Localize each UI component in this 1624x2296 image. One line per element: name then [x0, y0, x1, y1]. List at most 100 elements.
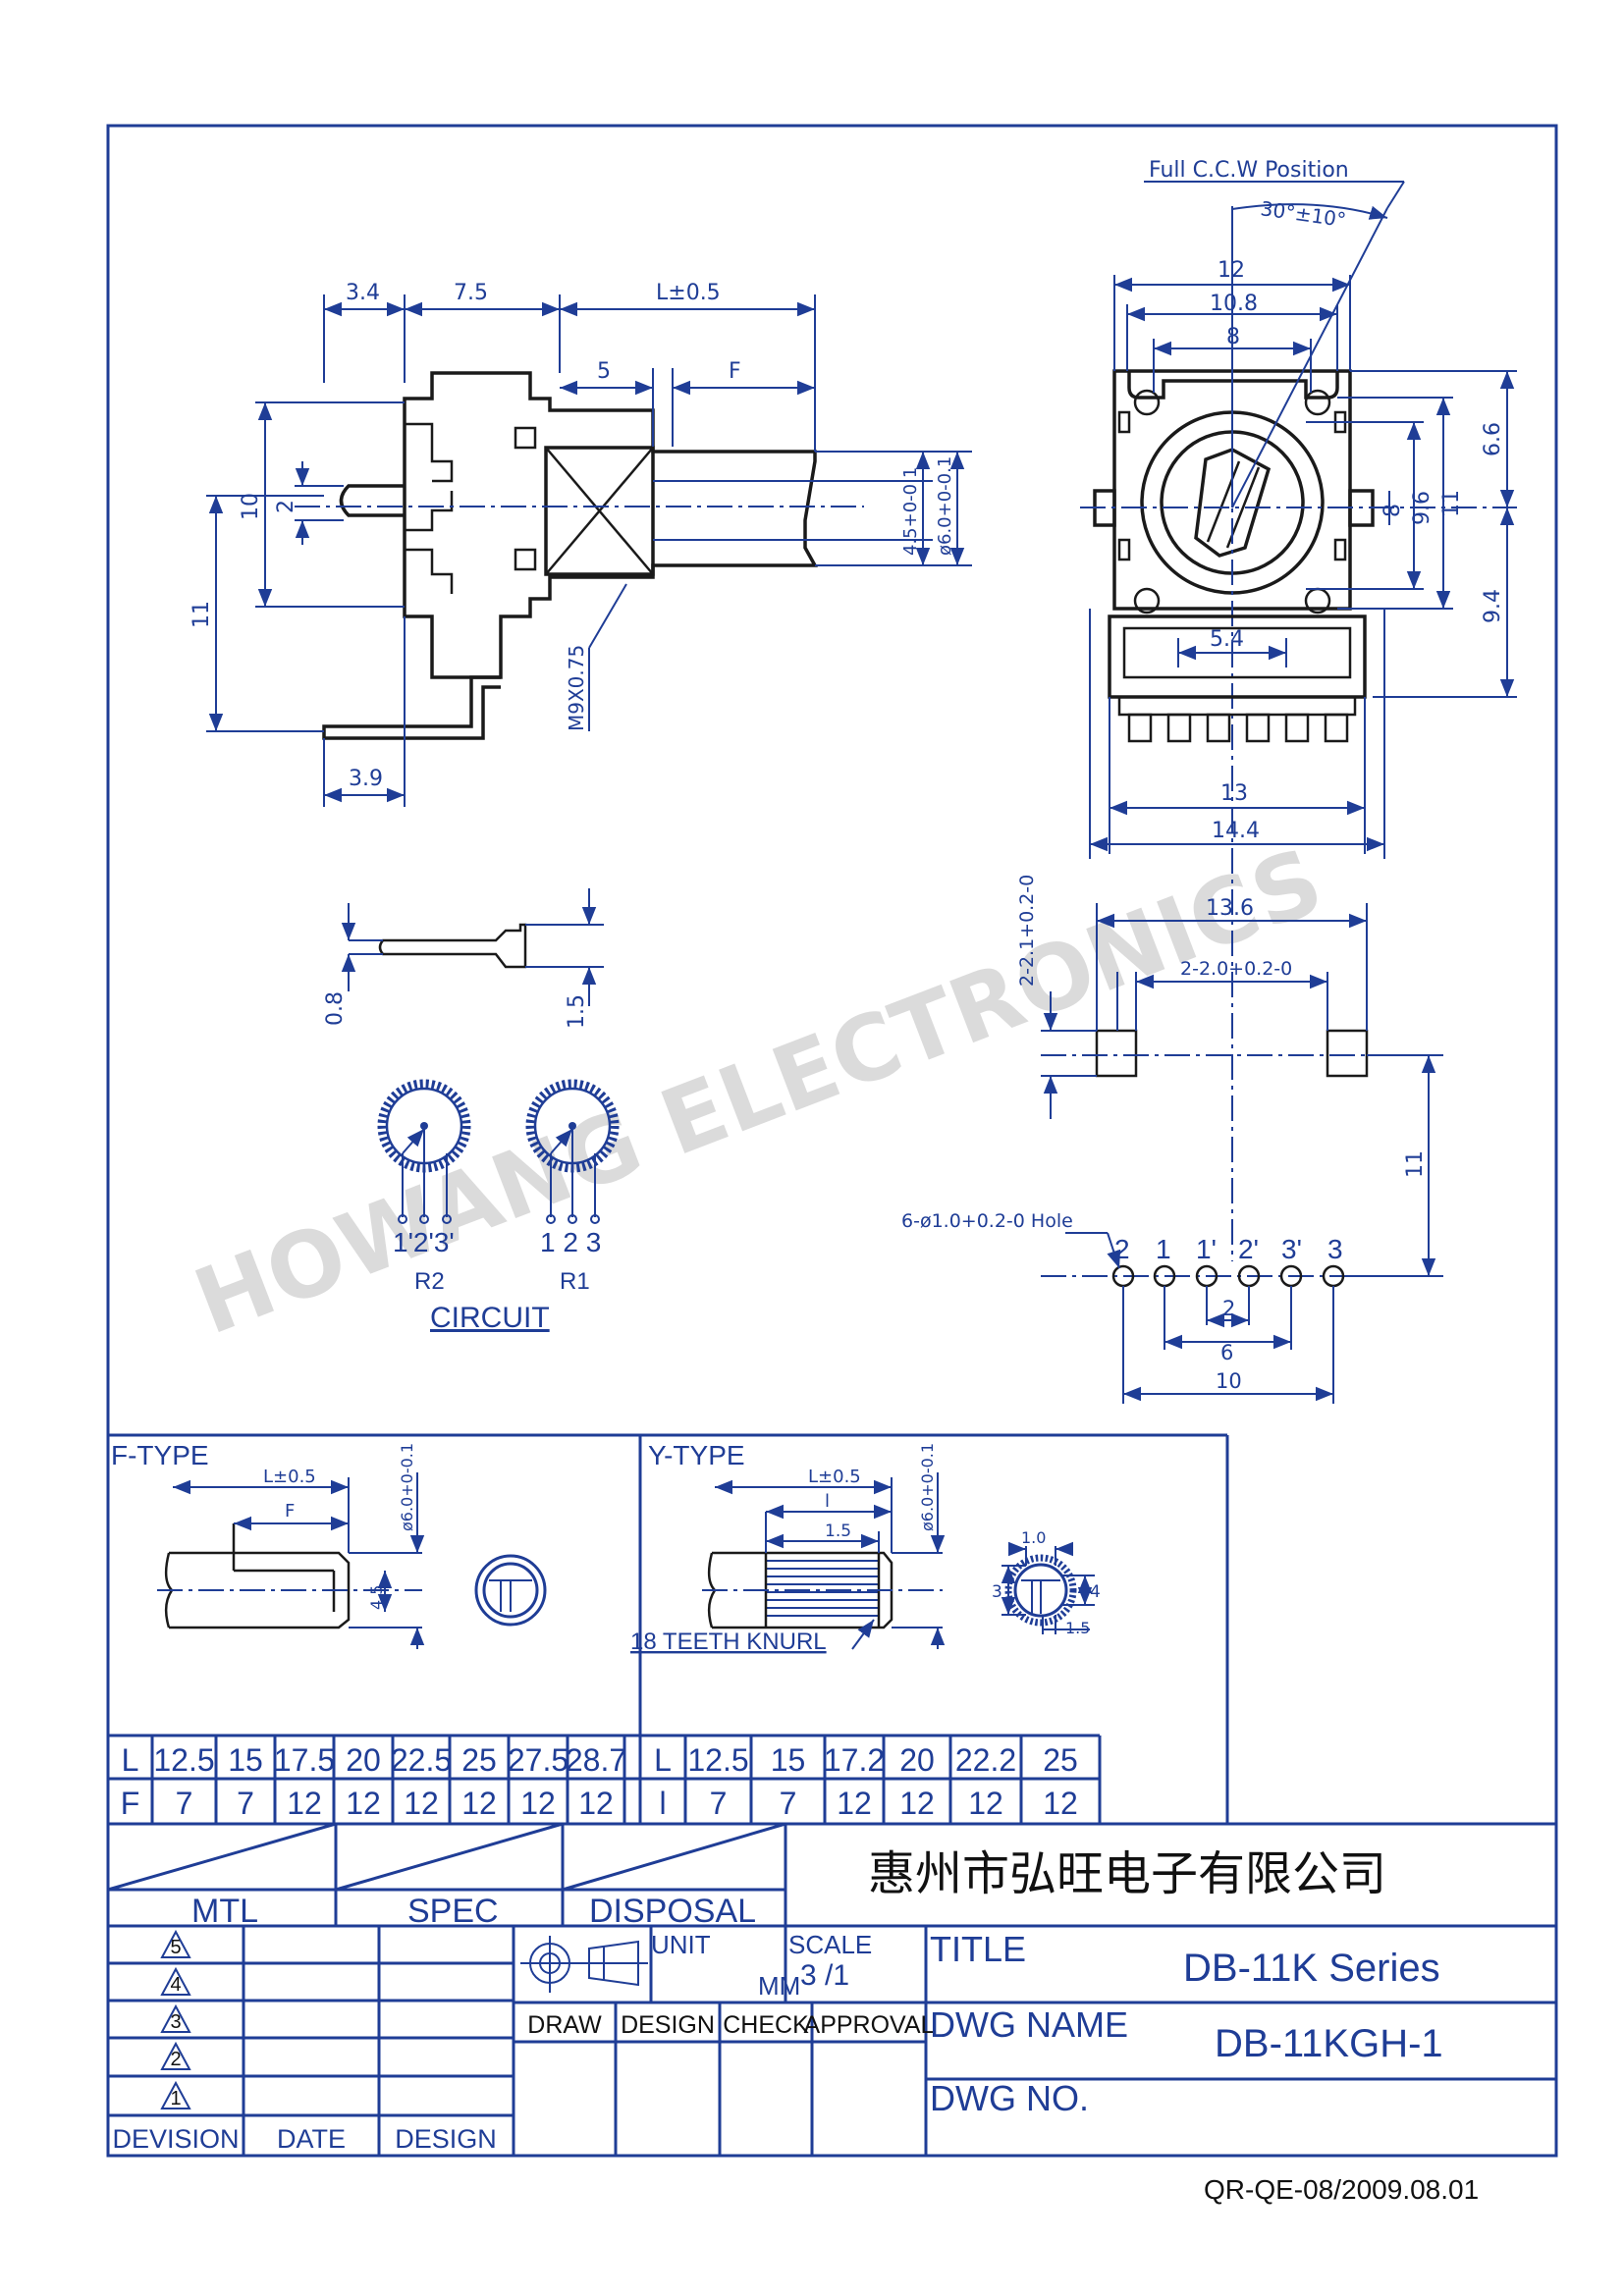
title-label: TITLE: [930, 1929, 1026, 1969]
pcb-pin-label: 2': [1238, 1234, 1259, 1264]
table-cell: 7: [780, 1786, 797, 1821]
table-cell: 12: [899, 1786, 935, 1821]
table-cell: 25: [461, 1742, 497, 1778]
table-cell: 28.7: [566, 1742, 626, 1778]
pcb-pin-label: 1': [1196, 1234, 1217, 1264]
y-end-3: 3: [992, 1582, 1002, 1602]
table-cell: l: [659, 1786, 666, 1821]
scale-label: SCALE: [788, 1930, 872, 1959]
spec-label: SPEC: [407, 1893, 499, 1930]
y-type-title: Y-TYPE: [648, 1440, 745, 1470]
table-cell: L: [654, 1742, 672, 1778]
front-dim-9-4: 9.4: [1481, 589, 1505, 623]
pcb-tol-2-0: 2-2.0+0.2-0: [1180, 958, 1292, 980]
unit-value: MM: [758, 1971, 800, 2001]
r1-label: R1: [560, 1268, 590, 1295]
signature-col-label: DESIGN: [621, 2011, 715, 2039]
document-code: QR-QE-08/2009.08.01: [1204, 2174, 1479, 2205]
table-cell: 12: [346, 1786, 381, 1821]
dwg-name-value: DB-11KGH-1: [1215, 2022, 1443, 2065]
table-cell: 12: [287, 1786, 322, 1821]
table-cell: 7: [176, 1786, 193, 1821]
pcb-pin-label: 2: [1114, 1234, 1130, 1264]
table-cell: 22.2: [955, 1742, 1016, 1778]
pcb-tol-2-1: 2-2.1+0.2-0: [1016, 875, 1038, 987]
side-dim-5: 5: [597, 359, 611, 384]
pcb-layout: 13.6 2-2.1+0.2-0 2-2.0+0.2-0 11 6-ø1.0+0…: [901, 875, 1443, 1404]
pcb-hole-spec: 6-ø1.0+0.2-0 Hole: [901, 1210, 1073, 1232]
pcb-dim-2: 2: [1222, 1297, 1235, 1320]
table-cell: 12: [1043, 1786, 1078, 1821]
revision-triangle-icon: [160, 1929, 191, 1958]
table-cell: 12.5: [153, 1742, 214, 1778]
y-dim-L: L±0.5: [808, 1467, 861, 1487]
footer-col-label: DESIGN: [395, 2124, 497, 2154]
front-dim-13: 13: [1220, 781, 1248, 806]
table-cell: 17.5: [274, 1742, 335, 1778]
f-dim-dia: ø6.0+0-0.1: [398, 1443, 416, 1531]
front-dim-6-6: 6.6: [1481, 422, 1505, 456]
pcb-dim-11: 11: [1403, 1150, 1428, 1178]
front-dim-12: 12: [1218, 258, 1245, 283]
signature-col-label: APPROVAL: [804, 2011, 935, 2039]
table-cell: 12: [520, 1786, 556, 1821]
signature-col-label: DRAW: [527, 2011, 602, 2039]
table-cell: L: [122, 1742, 139, 1778]
table-cell: 20: [346, 1742, 381, 1778]
company-name: 惠州市弘旺电子有限公司: [868, 1848, 1386, 1900]
disposal-label: DISPOSAL: [589, 1893, 756, 1930]
dwg-name-label: DWG NAME: [930, 2004, 1128, 2045]
revision-triangle-icon: [160, 2041, 191, 2070]
table-cell: 12: [404, 1786, 439, 1821]
table-cell: 12: [968, 1786, 1003, 1821]
footer-col-label: DEVISION: [112, 2124, 239, 2154]
watermark-text: HOWANG ELECTRONICS: [182, 828, 1336, 1356]
side-dim-11: 11: [189, 601, 214, 628]
y-dim-dia: ø6.0+0-0.1: [918, 1443, 937, 1531]
revision-triangle-icon: [160, 2080, 191, 2109]
side-dim-10: 10: [239, 493, 263, 520]
table-cell: 17.2: [824, 1742, 885, 1778]
revision-number: 3: [170, 2011, 181, 2033]
f-type-title: F-TYPE: [111, 1440, 209, 1470]
side-dim-7-5: 7.5: [454, 281, 488, 305]
side-dim-F: F: [729, 359, 741, 384]
side-dim-L: L±0.5: [656, 281, 721, 305]
front-view: Full C.C.W Position 30°±10° 12 10.8 8 6.…: [1080, 158, 1517, 1261]
table-cell: 12: [837, 1786, 872, 1821]
r2-label: R2: [414, 1268, 445, 1295]
table-cell: 25: [1043, 1742, 1078, 1778]
side-dim-2: 2: [274, 500, 298, 513]
revision-triangle-icon: [160, 1966, 191, 1996]
front-dim-9-6: 9.6: [1410, 491, 1435, 525]
sheet-border: [106, 124, 1558, 2158]
revision-triangle-icon: [160, 2003, 191, 2033]
table-cell: 15: [771, 1742, 806, 1778]
pin-dim-1-5: 1.5: [565, 994, 589, 1029]
y-dim-l: l: [825, 1491, 830, 1512]
circuit-title: CIRCUIT: [430, 1302, 550, 1334]
revision-number: 4: [170, 1974, 181, 1996]
y-end-1-0: 1.0: [1021, 1528, 1046, 1547]
pcb-pin-label: 3: [1327, 1234, 1343, 1264]
front-dim-h8: 8: [1380, 504, 1405, 517]
table-cell: 7: [710, 1786, 728, 1821]
f-dim-4-5: 4.5: [367, 1585, 386, 1610]
knurl-label: 18 TEETH KNURL: [630, 1629, 827, 1655]
table-cell: F: [121, 1786, 140, 1821]
y-end-1-5: 1.5: [1065, 1619, 1090, 1637]
revision-number: 2: [170, 2049, 181, 2070]
dwg-no-label: DWG NO.: [930, 2078, 1089, 2118]
pin-detail: 0.8 1.5: [323, 888, 604, 1029]
table-cell: 12: [461, 1786, 497, 1821]
footer-col-label: DATE: [277, 2124, 346, 2154]
angle-label: 30°±10°: [1259, 196, 1347, 232]
shaft-type-panels: F-TYPE Y-TYPE L±0.5 F ø6.0+0-0.1 4.5: [108, 1433, 1229, 1824]
side-dim-3-4: 3.4: [346, 281, 380, 305]
title-value: DB-11K Series: [1183, 1947, 1440, 1990]
